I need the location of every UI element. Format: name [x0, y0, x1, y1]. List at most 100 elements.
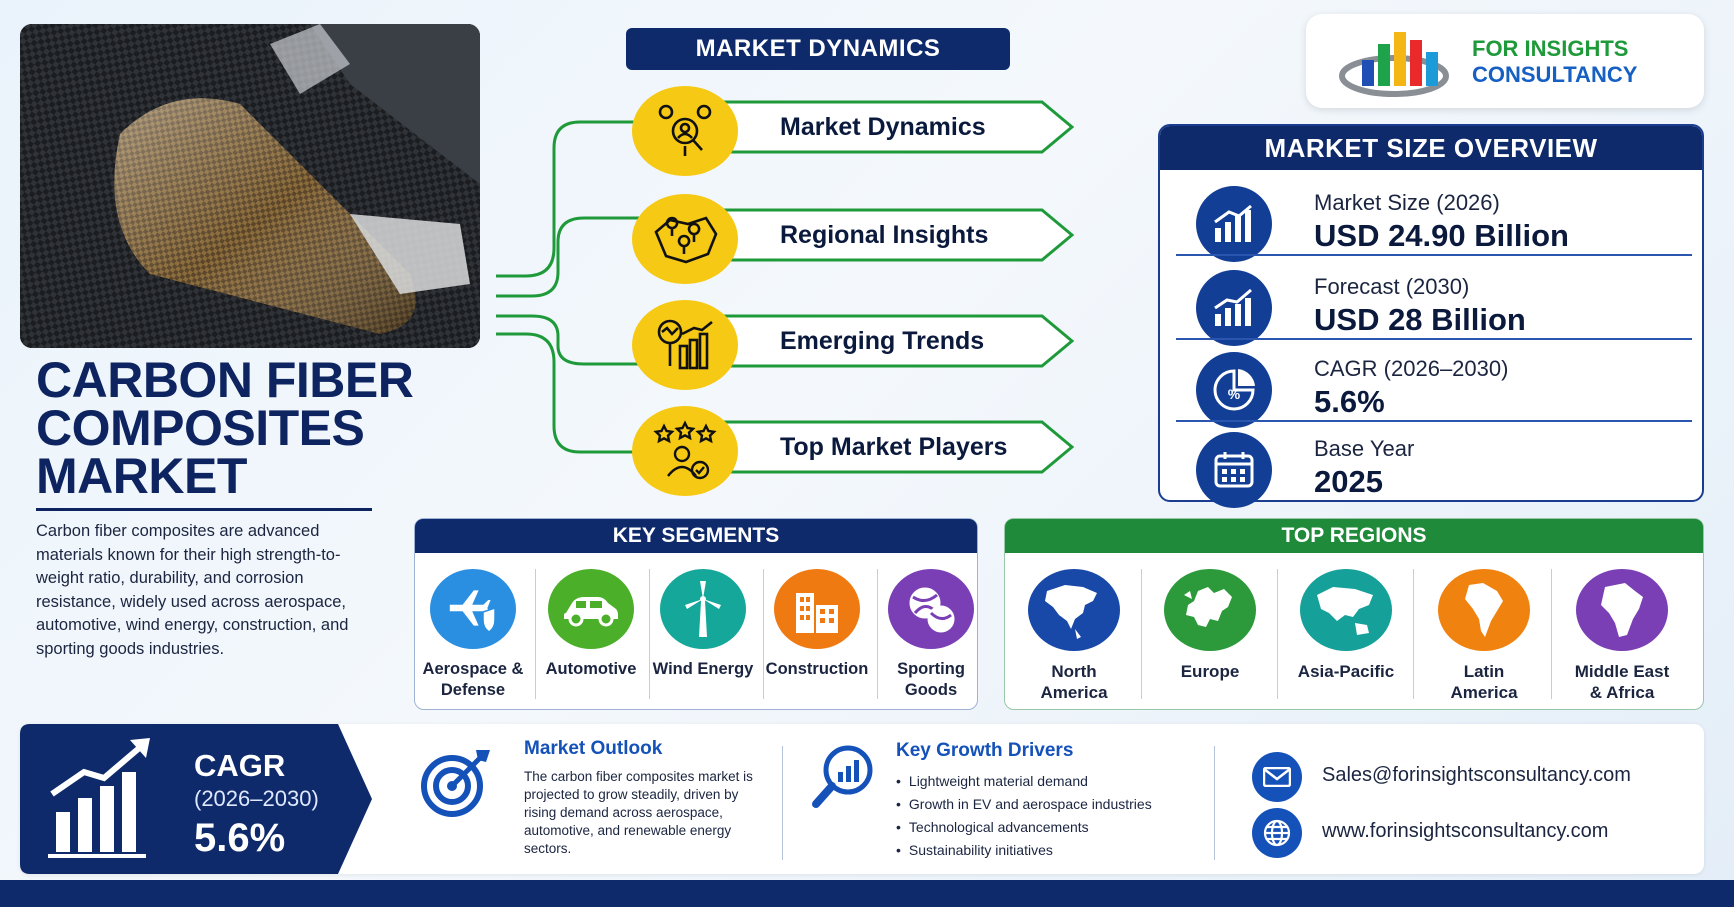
market-description: Carbon fiber composites are advanced mat…	[36, 522, 349, 658]
globe-icon	[1252, 808, 1302, 858]
svg-text:%: %	[1228, 386, 1241, 402]
segment-divider	[535, 569, 536, 699]
segment-line-1: Automotive	[545, 660, 637, 678]
market-size-overview-panel: MARKET SIZE OVERVIEW Market Size (2026) …	[1158, 124, 1704, 508]
carbon-fiber-part-illustration	[20, 24, 480, 348]
market-outlook-text: The carbon fiber composites market is pr…	[524, 769, 753, 856]
segment-line-1: Construction	[765, 660, 869, 678]
region-line-1: Europe	[1180, 662, 1240, 681]
logo-text: FOR INSIGHTS CONSULTANCY	[1472, 36, 1637, 88]
region-middle-east-africa: Middle East& Africa	[1557, 569, 1687, 703]
team-analysis-icon	[632, 86, 738, 176]
car-icon	[548, 569, 634, 649]
segment-line-1: Sporting	[897, 660, 965, 678]
buildings-icon	[774, 569, 860, 649]
market-size-label: Market Size (2026)	[1314, 190, 1500, 215]
dynamics-label: Emerging Trends	[780, 327, 985, 355]
asia-pacific-map-icon	[1300, 569, 1392, 651]
bar-chart-up-icon	[1196, 186, 1272, 262]
dynamics-item-top-market-players: Top Market Players	[632, 406, 1074, 496]
forecast-label: Forecast (2030)	[1314, 274, 1470, 299]
dynamics-label: Top Market Players	[780, 433, 1008, 461]
region-divider	[1141, 569, 1142, 699]
segment-wind-energy: Wind Energy	[647, 569, 759, 680]
dynamics-arrow-banner	[704, 100, 1074, 154]
cagr-row: % CAGR (2026–2030) 5.6%	[1160, 342, 1702, 428]
segment-construction: Construction	[761, 569, 873, 680]
cagr-panel-value: 5.6%	[194, 816, 286, 860]
growth-drivers-list: Lightweight material demand Growth in EV…	[896, 770, 1152, 862]
latin-america-map-icon	[1438, 569, 1530, 651]
region-divider	[1277, 569, 1278, 699]
logo-bars-icon	[1339, 32, 1449, 97]
airplane-shield-icon	[430, 569, 516, 649]
region-line-1: North	[1051, 662, 1097, 681]
wind-turbine-icon	[660, 569, 746, 649]
base-year-row: Base Year 2025	[1160, 422, 1702, 508]
title-line-1: CARBON FIBER	[36, 352, 414, 408]
dynamics-label: Market Dynamics	[780, 113, 986, 141]
percent-pie-icon: %	[1196, 352, 1272, 428]
key-segments-panel: KEY SEGMENTS Aerospace &Defense Automoti…	[414, 518, 978, 710]
base-year-value: 2025	[1314, 464, 1383, 499]
contact-website[interactable]: www.forinsightsconsultancy.com	[1322, 820, 1609, 842]
company-logo[interactable]: FOR INSIGHTS CONSULTANCY	[1306, 14, 1704, 108]
segment-automotive: Automotive	[535, 569, 647, 680]
target-icon	[421, 750, 490, 817]
map-pins-icon	[632, 194, 738, 284]
growth-drivers-title: Key Growth Drivers	[896, 740, 1074, 761]
logo-line-1: FOR INSIGHTS	[1472, 36, 1629, 61]
segment-line-2: Defense	[440, 681, 506, 699]
region-line-1: Latin	[1463, 662, 1505, 681]
calendar-icon	[1196, 432, 1272, 508]
trend-magnifier-icon	[632, 300, 738, 390]
star-players-icon	[632, 406, 738, 496]
title-underline	[36, 508, 372, 511]
email-icon	[1252, 752, 1302, 802]
row-divider	[1176, 338, 1692, 340]
africa-map-icon	[1576, 569, 1668, 651]
list-item: Lightweight material demand	[896, 770, 1152, 793]
segment-divider	[877, 569, 878, 699]
dynamics-item-regional-insights: Regional Insights	[632, 194, 1074, 284]
sports-balls-icon	[888, 569, 974, 649]
segment-line-2: Goods	[904, 681, 958, 699]
region-europe: Europe	[1145, 569, 1275, 682]
cagr-highlight-panel: CAGR (2026–2030) 5.6%	[20, 724, 374, 874]
row-divider	[1176, 420, 1692, 422]
cagr-panel-background	[20, 724, 372, 874]
region-line-1: Middle East	[1574, 662, 1670, 681]
title-line-3: MARKET	[36, 448, 247, 504]
row-divider	[1176, 254, 1692, 256]
market-size-row: Market Size (2026) USD 24.90 Billion	[1160, 176, 1702, 262]
cagr-label: CAGR (2026–2030)	[1314, 356, 1509, 381]
region-asia-pacific: Asia-Pacific	[1281, 569, 1411, 682]
cagr-panel-label: CAGR	[194, 748, 286, 783]
region-divider	[1413, 569, 1414, 699]
contact-email[interactable]: Sales@forinsightsconsultancy.com	[1322, 764, 1631, 786]
segment-aerospace-defense: Aerospace &Defense	[417, 569, 529, 701]
growth-chart-icon	[1196, 270, 1272, 346]
bottom-divider	[782, 746, 783, 860]
europe-map-icon	[1164, 569, 1256, 651]
footer-bar	[0, 880, 1734, 907]
logo-line-2: CONSULTANCY	[1472, 62, 1638, 87]
dynamics-arrow-banner	[704, 420, 1074, 474]
page-title: CARBON FIBER COMPOSITES MARKET	[36, 352, 456, 504]
segment-line-1: Wind Energy	[652, 660, 754, 678]
dynamics-connector-lines	[496, 120, 646, 454]
segment-divider	[763, 569, 764, 699]
forecast-value: USD 28 Billion	[1314, 302, 1526, 337]
dynamics-arrow-banner	[704, 208, 1074, 262]
region-divider	[1551, 569, 1552, 699]
list-item: Technological advancements	[896, 816, 1152, 839]
north-america-map-icon	[1028, 569, 1120, 651]
market-size-overview-heading: MARKET SIZE OVERVIEW	[1160, 126, 1702, 170]
dynamics-arrow-banner	[704, 314, 1074, 368]
region-line-2: America	[1450, 683, 1518, 702]
top-regions-heading: TOP REGIONS	[1005, 519, 1703, 553]
cagr-panel-years: (2026–2030)	[194, 786, 319, 811]
